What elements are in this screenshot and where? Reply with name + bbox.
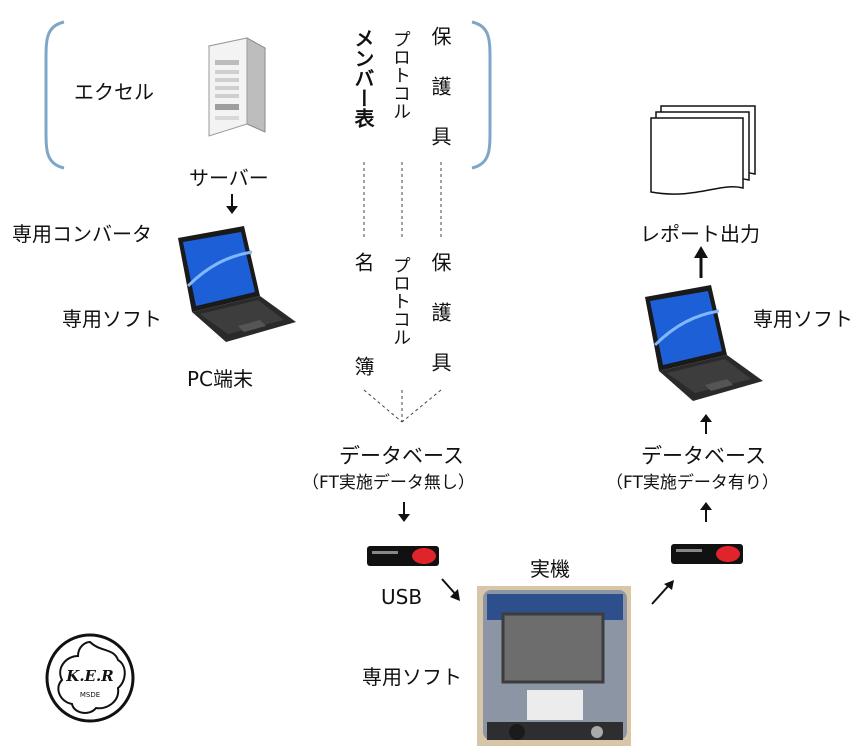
protocol-bottom-label: プロトコル <box>390 256 411 346</box>
member-list-label: 名簿 <box>351 252 375 460</box>
laptop-icon-left <box>178 226 296 342</box>
right-bracket-left-group <box>471 20 492 170</box>
protect-bottom-label: 保護具 <box>428 252 452 402</box>
logo-subtext: MSDE <box>79 691 101 699</box>
center-dashed-lines <box>363 162 442 423</box>
arrow-up-laptop-to-report <box>694 246 708 278</box>
database-subtitle-right: （FT実施データ有り） <box>606 473 779 493</box>
database-title-center: データベース <box>339 444 464 468</box>
excel-label: エクセル <box>74 80 154 104</box>
documents-icon <box>650 105 756 195</box>
arrow-usb-to-machine <box>441 578 460 601</box>
member-table-label: メンバー表 <box>351 28 375 128</box>
database-title-right: データベース <box>641 444 766 468</box>
pc-label: PC端末 <box>187 367 254 391</box>
arrow-up-db-to-laptop <box>700 414 712 434</box>
left-bracket <box>44 20 65 170</box>
arrow-down-server <box>226 194 238 214</box>
server-label: サーバー <box>189 166 269 190</box>
machine-title: 実機 <box>530 557 570 581</box>
software-label-machine: 専用ソフト <box>362 665 462 689</box>
software-label-right: 専用ソフト <box>753 307 853 331</box>
arrow-machine-to-usb <box>651 580 674 605</box>
laptop-icon-right <box>645 285 763 401</box>
usb-stick-icon-left <box>367 546 439 566</box>
ker-logo <box>45 633 135 723</box>
usb-label: USB <box>381 585 423 609</box>
server-icon <box>207 37 267 137</box>
database-subtitle-center: （FT実施データ無し） <box>302 473 475 493</box>
protocol-top-label: プロトコル <box>390 30 411 120</box>
arrow-up-usb-to-db <box>700 502 712 522</box>
software-label-left: 専用ソフト <box>62 307 162 331</box>
arrow-down-center <box>398 502 410 522</box>
logo-text: K.E.R <box>66 667 114 685</box>
protect-top-label: 保護具 <box>428 26 452 176</box>
converter-label: 専用コンバータ <box>12 222 152 246</box>
usb-stick-icon-right <box>671 544 743 564</box>
machine-device <box>477 586 631 746</box>
report-output-label: レポート出力 <box>640 222 760 246</box>
